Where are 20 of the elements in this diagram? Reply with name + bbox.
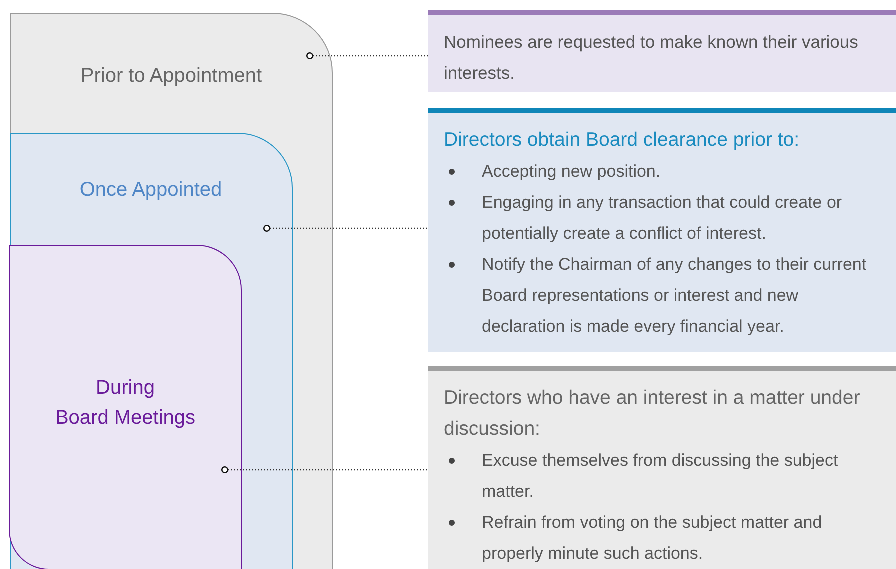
stage-box (10, 133, 292, 569)
list-item: Accepting new position. (482, 162, 661, 181)
note-panel (428, 108, 896, 352)
leader-line (222, 466, 428, 474)
list-item: Refrain from voting on the subject matter and properly minute such actions. (482, 513, 822, 563)
stage-title: During Board Meetings (55, 376, 196, 431)
list-item: Engaging in any transaction that could create or potentially create a conflict of interest. (482, 193, 842, 243)
panel-heading: Directors obtain Board clearance prior to: (444, 128, 801, 153)
stage-box (9, 245, 242, 569)
stage-box (10, 13, 333, 569)
stage-title: Prior to Appointment (80, 64, 262, 89)
list-item: Excuse themselves from discussing the subject matter. (482, 451, 838, 501)
panel-heading: Directors who have an interest in a matter under discussion: (444, 386, 862, 442)
stage-title: Once Appointed (80, 178, 222, 203)
leader-line (264, 225, 428, 232)
note-panel (428, 10, 896, 92)
leader-line (306, 52, 428, 60)
note-panel (428, 366, 896, 569)
panel-text: Nominees are requested to make known their various interests. (444, 31, 860, 85)
list-item: Notify the Chairman of any changes to their current Board representations or interest and new declaration is made every financial year. (482, 255, 867, 336)
